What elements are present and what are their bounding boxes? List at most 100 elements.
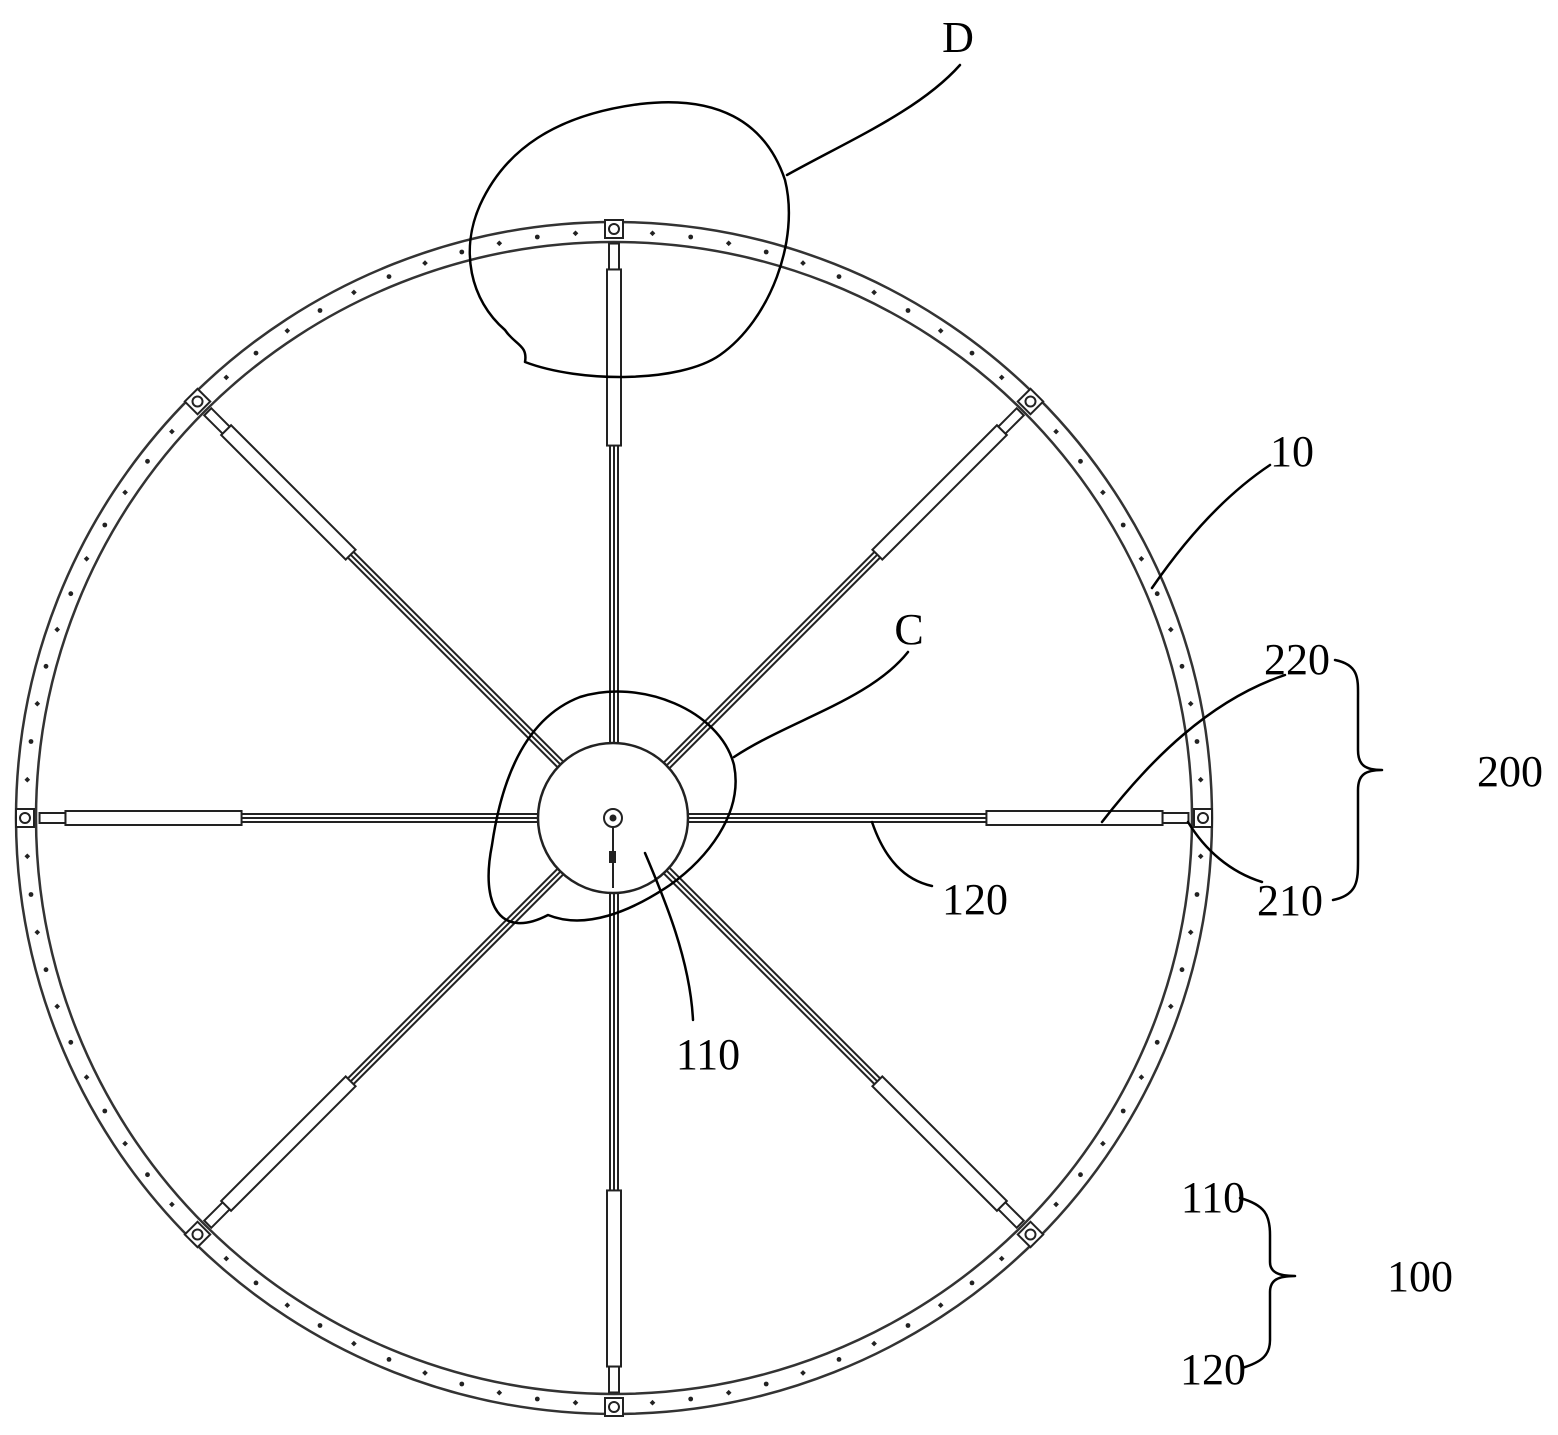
ring-hole [688, 1396, 694, 1402]
spoke-bolt [1024, 1228, 1037, 1241]
ring-hole [937, 327, 944, 334]
ring-hole [496, 1389, 503, 1396]
ring-hole [763, 249, 769, 255]
leader-10 [1150, 463, 1272, 590]
spoke-bolt [191, 1228, 204, 1241]
ring-hole [253, 350, 259, 356]
ring-hole [24, 776, 31, 783]
spoke [660, 864, 1045, 1249]
ring-hole [145, 1172, 150, 1178]
ring-hole [43, 663, 49, 669]
ring-hole [534, 1396, 540, 1402]
spokes [15, 219, 1213, 1417]
spoke [685, 808, 1213, 828]
ring-hole [459, 249, 465, 255]
ring-hole [572, 230, 579, 237]
spoke-end-connector [38, 812, 67, 824]
ring-hole [169, 1201, 175, 1208]
ring-hole [1053, 428, 1059, 435]
spoke-outer-tube [64, 810, 243, 826]
ring-hole [34, 700, 41, 707]
spoke-outer-tube [870, 1074, 1009, 1213]
spoke [604, 889, 624, 1417]
ring-hole [54, 626, 61, 633]
spoke-end-connector [608, 242, 620, 271]
label-d: D [942, 13, 974, 62]
spoke-end-connector [608, 1365, 620, 1394]
ring-hole [725, 240, 732, 247]
spoke-end-connector [996, 406, 1026, 436]
ring-hole [836, 274, 842, 279]
ring-hole [1154, 1039, 1160, 1045]
ring-hole [937, 1302, 944, 1309]
ring-hole [1154, 591, 1160, 597]
ring-hole [1120, 1108, 1126, 1114]
ring-hole [28, 739, 34, 744]
ring-hole [68, 1039, 74, 1045]
ring-hole [422, 260, 428, 266]
spoke-outer-tube [606, 1189, 622, 1368]
ring-hole [1197, 853, 1204, 860]
leader-210 [1186, 820, 1264, 884]
spoke-end-connector [996, 1200, 1026, 1230]
ring-hole [1138, 1074, 1145, 1081]
ring-hole [969, 1280, 975, 1286]
spoke-outer-tube [219, 423, 358, 562]
label-inner-tube: 220 [1264, 635, 1330, 684]
label-c: C [894, 605, 923, 654]
leader-d [785, 63, 962, 177]
detail-outline-c [487, 690, 737, 925]
ring-hole [1194, 892, 1200, 897]
ring-hole [496, 240, 503, 247]
ring-hole [1197, 776, 1204, 783]
detail-outline-d [468, 100, 791, 379]
leader-c [732, 650, 910, 759]
ring-hole [351, 289, 357, 296]
ring-hole [422, 1370, 428, 1376]
ring-hole [1120, 522, 1126, 528]
ring-hole [122, 489, 128, 496]
spoke [183, 864, 568, 1249]
spoke [660, 387, 1045, 772]
ring-hole [386, 274, 392, 279]
ring-hole [1179, 967, 1185, 973]
leader-220 [1100, 673, 1287, 824]
ring-hole [102, 1108, 108, 1114]
ring-hole [54, 1003, 61, 1010]
ring-hole [102, 522, 108, 528]
ring-hole [317, 308, 323, 313]
brace-100 [1238, 1196, 1297, 1370]
label-telescopic-group: 200 [1477, 747, 1543, 796]
ring-hole [905, 1323, 911, 1328]
spoke-outer-tube [985, 810, 1164, 826]
ring-hole [351, 1340, 357, 1347]
spoke-end-connector [202, 1200, 232, 1230]
ring-hole [725, 1389, 732, 1396]
ring-hole [1078, 458, 1083, 464]
spoke [15, 808, 543, 828]
ring-hole [223, 1255, 230, 1262]
ring-hole [43, 967, 49, 973]
ring-hole [1179, 663, 1185, 669]
ring-hole [34, 929, 41, 936]
ring-hole [1100, 489, 1106, 496]
ring-hole [905, 308, 911, 313]
spoke-bolt [1024, 395, 1037, 408]
ring-hole [223, 374, 230, 381]
spoke-outer-tube [870, 423, 1009, 562]
label-assembly-hub: 110 [1181, 1173, 1245, 1222]
ring-hole [145, 458, 150, 464]
ring-hole [317, 1323, 323, 1328]
ring-hole [459, 1381, 465, 1387]
spoke-bolt [19, 812, 31, 824]
spoke [183, 387, 568, 772]
ring-hole [284, 327, 291, 334]
ring-hole [688, 234, 694, 240]
spoke-bolt [1197, 812, 1209, 824]
ring-hole [998, 1255, 1005, 1262]
ring-hole [800, 260, 806, 266]
spoke-outer-tube [219, 1074, 358, 1213]
ring-hole [572, 1399, 579, 1406]
ring-hole [763, 1381, 769, 1387]
ring-hole [1100, 1140, 1106, 1147]
